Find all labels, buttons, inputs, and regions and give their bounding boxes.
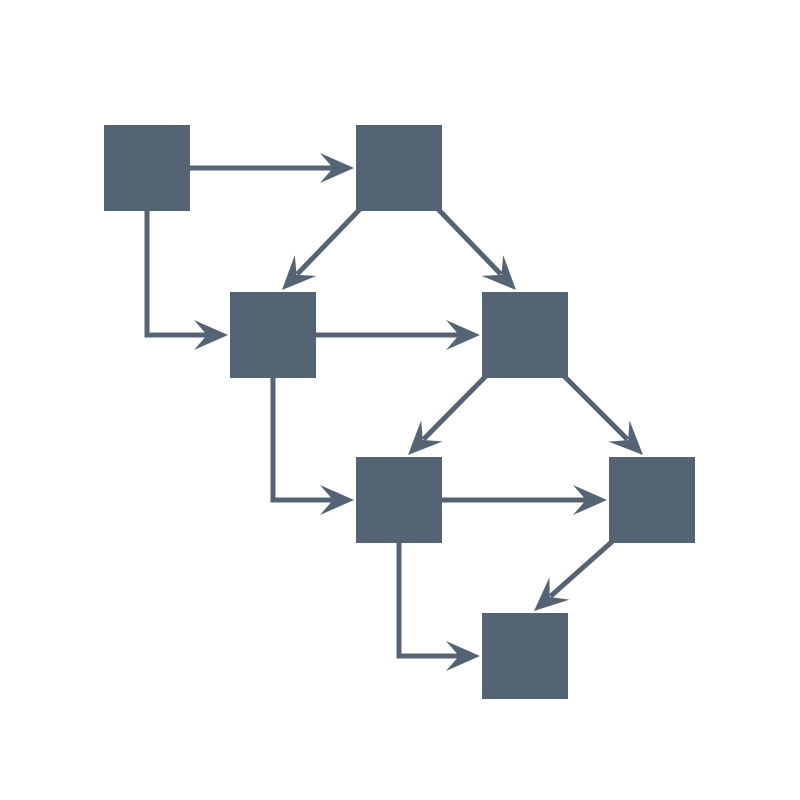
arrowhead-icon [446, 320, 480, 350]
edges-layer [144, 153, 643, 671]
edge-line [396, 543, 460, 659]
arrowhead-icon [320, 485, 354, 515]
edge-n3-to-n4 [316, 320, 480, 350]
edge-line [270, 378, 334, 503]
edge-n1-to-n2 [190, 153, 354, 183]
node-box-n7 [482, 613, 568, 699]
node-box-n5 [356, 457, 442, 543]
edge-line [144, 211, 208, 338]
edge-n2-to-n3 [282, 205, 364, 290]
node-box-n1 [104, 125, 190, 211]
edge-line [295, 205, 364, 276]
edge-n6-to-n7 [534, 537, 617, 611]
edge-n4-to-n6 [560, 372, 643, 455]
edge-line [434, 205, 503, 276]
edge-n4-to-n5 [408, 372, 490, 455]
edge-line [421, 372, 490, 442]
arrowhead-icon [194, 320, 228, 350]
edge-n2-to-n4 [434, 205, 516, 290]
edge-line [560, 372, 630, 442]
edge-n5-to-n7 [396, 543, 480, 671]
arrowhead-icon [282, 255, 317, 290]
nodes-layer [104, 125, 695, 699]
arrowhead-icon [481, 255, 516, 290]
node-box-n2 [356, 125, 442, 211]
node-box-n3 [230, 292, 316, 378]
edge-n5-to-n6 [442, 485, 607, 515]
arrowhead-icon [534, 577, 570, 611]
arrowhead-icon [573, 485, 607, 515]
node-box-n6 [609, 457, 695, 543]
arrowhead-icon [320, 153, 354, 183]
edge-line [548, 537, 617, 599]
edge-n1-to-n3 [144, 211, 228, 350]
edge-n3-to-n5 [270, 378, 354, 515]
node-box-n4 [482, 292, 568, 378]
arrowhead-icon [408, 420, 443, 455]
arrowhead-icon [446, 641, 480, 671]
arrowhead-icon [608, 420, 643, 455]
